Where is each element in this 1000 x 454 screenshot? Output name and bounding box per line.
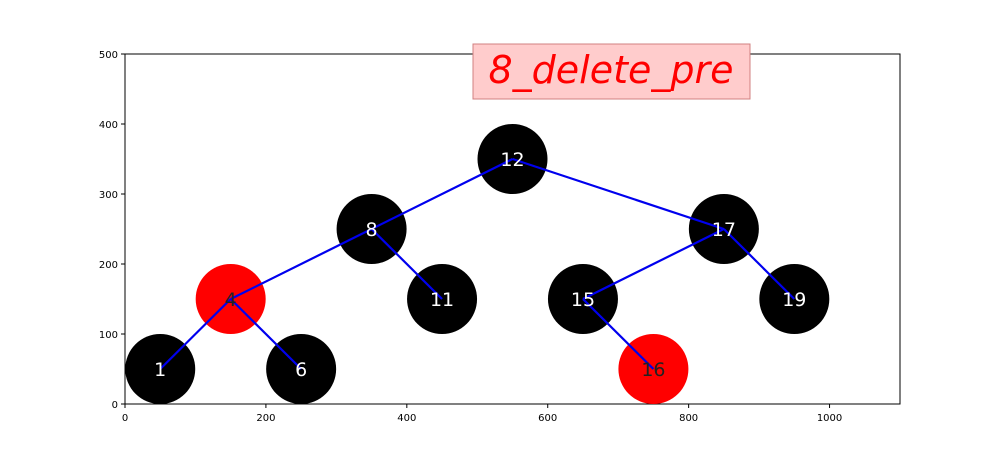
y-tick-label: 400 bbox=[99, 120, 118, 131]
tree-edge-12-17 bbox=[512, 157, 725, 231]
x-tick-label: 200 bbox=[256, 413, 275, 424]
tree-node-label: 12 bbox=[500, 149, 524, 171]
x-tick-label: 1000 bbox=[817, 413, 842, 424]
x-tick-label: 0 bbox=[122, 413, 128, 424]
chart-title: 8_delete_pre bbox=[488, 48, 733, 92]
tree-edge-4-6 bbox=[229, 298, 302, 370]
tree-edge-4-1 bbox=[159, 298, 232, 370]
y-tick-label: 100 bbox=[99, 330, 118, 341]
plot-frame bbox=[124, 53, 901, 405]
tree-edge-8-11 bbox=[370, 228, 443, 300]
x-tick-label: 800 bbox=[679, 413, 698, 424]
tree-edge-17-19 bbox=[723, 228, 796, 300]
tree-node-label: 16 bbox=[641, 359, 665, 381]
tree-node-label: 4 bbox=[225, 289, 237, 311]
tree-edge-12-8 bbox=[371, 158, 513, 230]
tree-edge-17-15 bbox=[582, 228, 725, 300]
x-tick-label: 400 bbox=[397, 413, 416, 424]
y-tick-label: 200 bbox=[99, 260, 118, 271]
y-tick-label: 0 bbox=[112, 400, 118, 411]
tree-edge-8-4 bbox=[230, 228, 373, 300]
tree-node-label: 8 bbox=[366, 219, 378, 241]
tree-node-label: 11 bbox=[430, 289, 454, 311]
tree-node-label: 17 bbox=[712, 219, 736, 241]
tree-node-label: 19 bbox=[782, 289, 806, 311]
y-tick-label: 500 bbox=[99, 50, 118, 61]
title-box bbox=[472, 43, 751, 100]
tree-edge-15-16 bbox=[582, 298, 655, 370]
y-tick-label: 300 bbox=[99, 190, 118, 201]
tree-node-label: 15 bbox=[571, 289, 595, 311]
x-tick-label: 600 bbox=[538, 413, 557, 424]
tree-node-label: 6 bbox=[295, 359, 307, 381]
tree-node-label: 1 bbox=[154, 359, 166, 381]
